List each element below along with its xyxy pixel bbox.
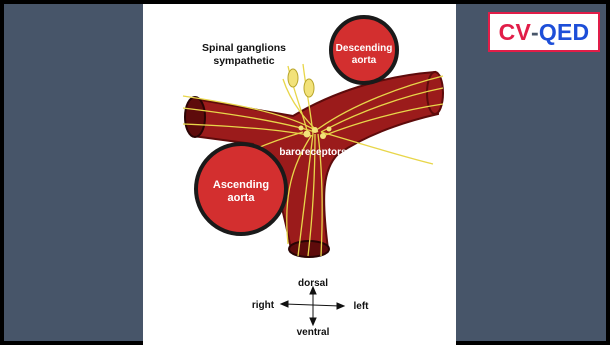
label-descending-line1: Descending [336, 43, 393, 54]
ganglion-node-1 [288, 69, 298, 87]
label-baroreceptors: baroreceptors [279, 147, 347, 158]
compass-ventral: ventral [297, 327, 330, 338]
label-descending-line2: aorta [352, 55, 377, 66]
anatomy-figure: Spinal ganglions sympathetic Descending … [143, 4, 456, 345]
vessel-left-opening [185, 97, 205, 137]
compass-left: left [354, 301, 370, 312]
compass-right: right [252, 300, 275, 311]
slide-panel: Spinal ganglions sympathetic Descending … [143, 4, 456, 345]
label-ganglia-line1: Spinal ganglions [202, 42, 286, 54]
logo-dash: - [531, 19, 539, 46]
logo-part-qed: QED [539, 19, 589, 46]
label-ascending-line1: Ascending [213, 179, 269, 191]
ganglion-node-2 [304, 79, 314, 97]
logo-part-cv: CV [499, 19, 531, 46]
label-ganglia-line2: sympathetic [213, 55, 274, 67]
compass-dorsal: dorsal [298, 278, 328, 289]
label-ascending-line2: aorta [228, 192, 256, 204]
orientation-compass [281, 287, 344, 325]
cv-qed-logo: CV-QED [488, 12, 600, 52]
